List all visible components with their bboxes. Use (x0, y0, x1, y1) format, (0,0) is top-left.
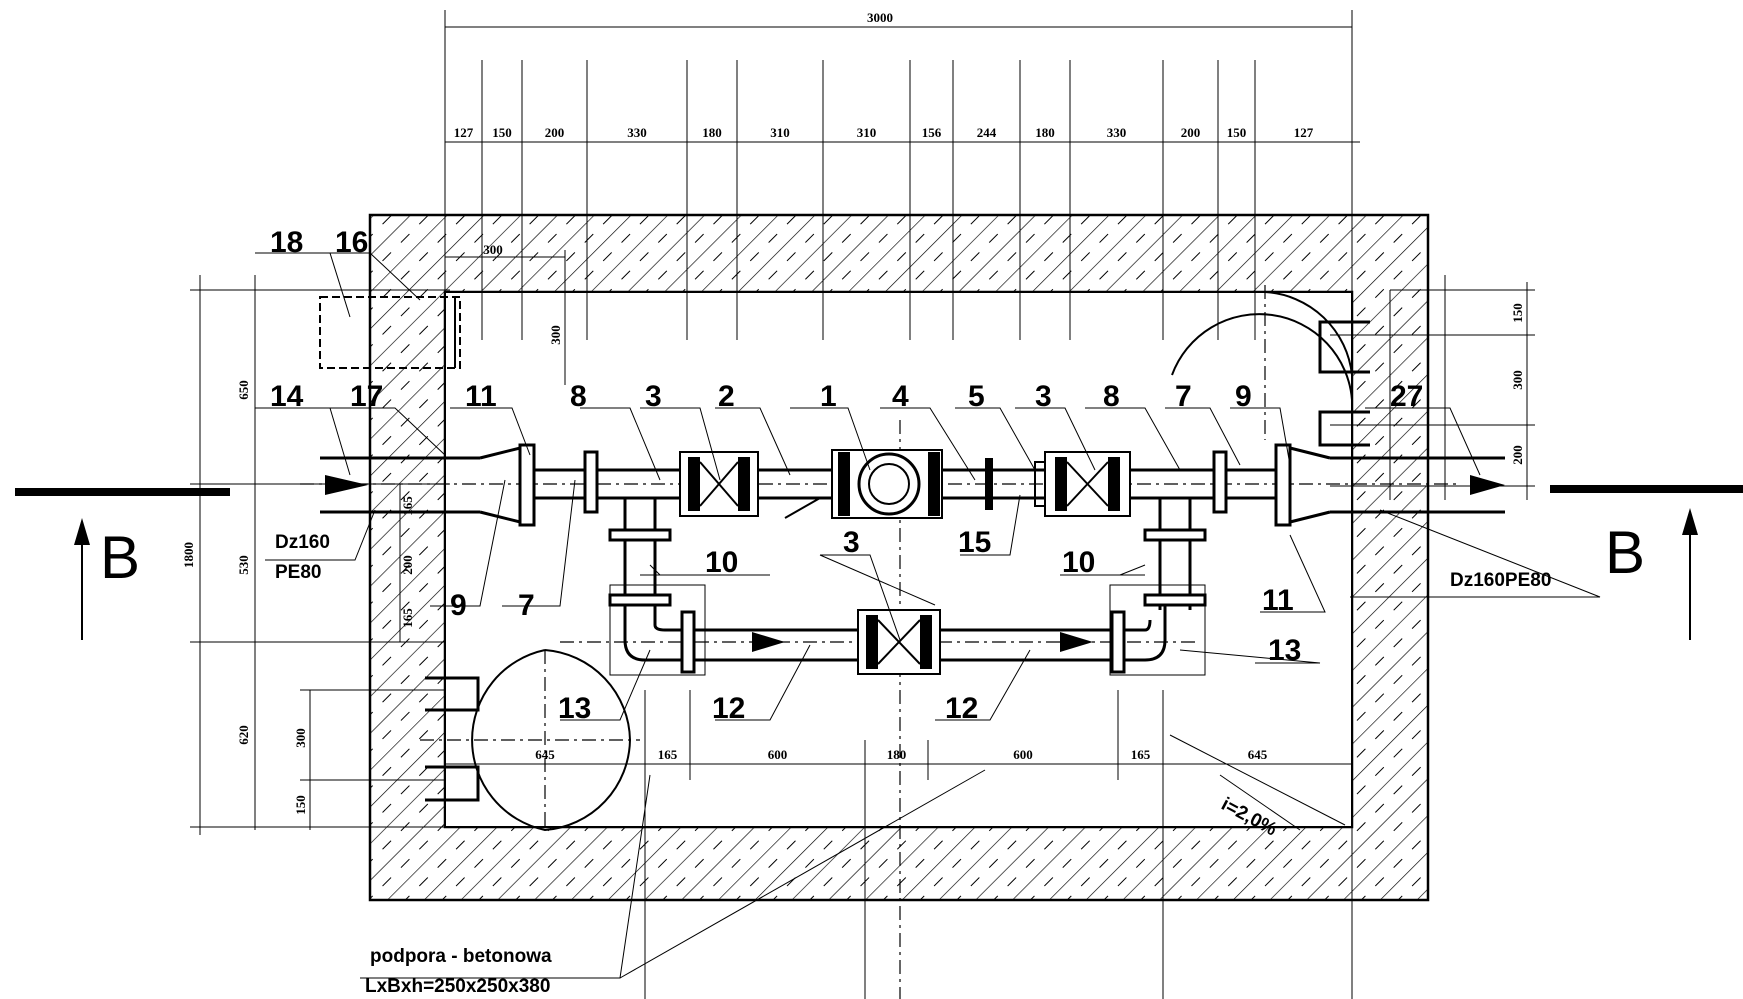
dim-left-620: 620 (236, 725, 251, 745)
item-label-12b: 12 (945, 692, 978, 725)
chamber-walls (368, 213, 1430, 902)
item-label-8b: 8 (1103, 380, 1120, 413)
item-label-2: 2 (718, 380, 735, 413)
dim-bottom-label: 600 (768, 747, 788, 762)
item-label-13b: 13 (1268, 634, 1301, 667)
manhole-openings (425, 291, 1370, 832)
dim-left-650: 650 (236, 380, 251, 400)
dim-inner-300-h: 300 (483, 242, 503, 257)
dim-top-label: 180 (702, 125, 722, 140)
dim-left-530: 530 (236, 555, 251, 575)
leader-lines (255, 252, 1601, 979)
dimension-lines-top (444, 10, 1360, 385)
dim-top-label: 127 (1294, 125, 1314, 140)
section-line-b (15, 485, 1743, 640)
dim-top-label: 156 (922, 125, 942, 140)
main-pipeline (479, 443, 1331, 610)
dim-top-label: 310 (857, 125, 877, 140)
dim-top-label: 330 (1107, 125, 1127, 140)
dim-bottom-label: 165 (1131, 747, 1151, 762)
item-label-17: 17 (350, 380, 383, 413)
item-label-9b: 9 (450, 589, 467, 622)
dim-top-label: 150 (492, 125, 512, 140)
inlet-pipe (319, 296, 480, 514)
dim-top-label: 330 (627, 125, 647, 140)
dim-top-label: 244 (977, 125, 997, 140)
outlet-pipe (1330, 456, 1505, 514)
dimension-lines-bottom (445, 290, 1353, 999)
dim-top-label: 200 (1181, 125, 1201, 140)
dim-left-300: 300 (293, 728, 308, 748)
item-label-11a: 11 (465, 380, 497, 413)
dim-top-label: 200 (545, 125, 565, 140)
pipe-label-right: Dz160PE80 (1450, 570, 1551, 591)
item-label-27: 27 (1390, 380, 1423, 413)
item-label-8a: 8 (570, 380, 587, 413)
item-label-16: 16 (335, 226, 368, 259)
item-label-7b: 7 (518, 589, 535, 622)
dim-left-150: 150 (293, 795, 308, 815)
dim-left-165a: 165 (400, 496, 415, 516)
item-label-18: 18 (270, 226, 303, 259)
annotations: B B Dz160 PE80 Dz160PE80 i=2,0% podpora … (100, 519, 1645, 997)
dim-top-label: 127 (454, 125, 474, 140)
section-label-right: B (1605, 519, 1645, 586)
dim-bottom-label: 165 (658, 747, 678, 762)
item-label-11b: 11 (1262, 584, 1294, 617)
dim-left-1800: 1800 (181, 542, 196, 568)
item-label-15: 15 (958, 526, 991, 559)
dim-overall: 3000 (867, 10, 893, 25)
item-label-13a: 13 (558, 692, 591, 725)
bypass-pipeline (608, 584, 1207, 676)
item-label-5: 5 (968, 380, 985, 413)
item-label-3b: 3 (1035, 380, 1052, 413)
section-label-left: B (100, 524, 140, 591)
support-note-line2: LxBxh=250x250x380 (365, 976, 550, 997)
item-label-9a: 9 (1235, 380, 1252, 413)
dim-top-label: 180 (1035, 125, 1055, 140)
item-label-14: 14 (270, 380, 304, 413)
item-label-10a: 10 (705, 546, 738, 579)
dim-bottom-label: 645 (1248, 747, 1268, 762)
support-note-line1: podpora - betonowa (370, 946, 552, 967)
item-label-10b: 10 (1062, 546, 1095, 579)
item-label-12a: 12 (712, 692, 745, 725)
dim-top-label: 150 (1227, 125, 1247, 140)
dim-left-165b: 165 (400, 608, 415, 628)
dim-right-150: 150 (1510, 303, 1525, 323)
item-label-3a: 3 (645, 380, 662, 413)
dim-right-300: 300 (1510, 370, 1525, 390)
dim-left-200: 200 (400, 555, 415, 575)
item-label-7a: 7 (1175, 380, 1192, 413)
dim-right-200: 200 (1510, 445, 1525, 465)
dim-bottom-label: 180 (887, 747, 907, 762)
dim-inner-300-v: 300 (548, 325, 563, 345)
dim-top-label: 310 (770, 125, 790, 140)
pipe-label-left-line2: PE80 (275, 562, 321, 583)
item-label-4: 4 (892, 380, 909, 413)
item-label-3c: 3 (843, 526, 860, 559)
dim-bottom-label: 600 (1013, 747, 1033, 762)
pipe-label-left-line1: Dz160 (275, 532, 330, 553)
dim-bottom-label: 645 (535, 747, 555, 762)
item-label-1: 1 (820, 380, 837, 413)
